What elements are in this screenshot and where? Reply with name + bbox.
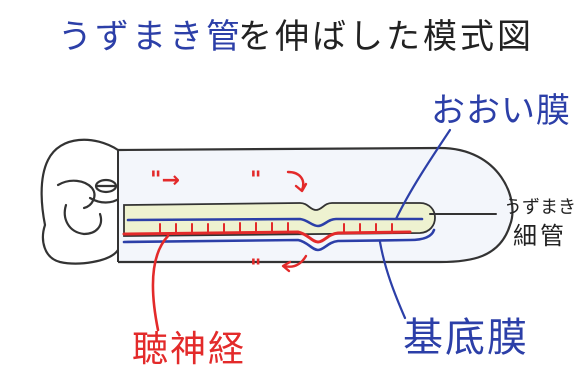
curved-arrow-left-icon [281,254,308,273]
flow-mark-upper-mid: " [250,168,262,193]
label-cochlear-duct-line2: 細管 [513,222,567,251]
auditory-nerve-line [151,234,170,332]
basilar-pointer-line [378,240,407,320]
label-cochlear-duct-line1: うずまき [504,197,576,218]
hair-cell-line [122,230,412,244]
basilar-membrane-line [122,228,436,252]
flow-mark-lower: " [250,256,262,281]
label-tectorial-membrane: おおい膜 [431,91,571,131]
label-basilar-membrane: 基底膜 [403,315,529,361]
flow-mark-upper-left: "→ [150,168,180,193]
title-rest: を伸ばした模式図 [238,17,534,57]
tectorial-pointer-line [394,128,452,221]
tectorial-membrane-line [126,217,424,228]
title-cochlea: うずまき管 [58,17,243,57]
curved-arrow-right-icon [286,170,308,193]
label-cochlear-duct: うずまき 細管 [500,196,580,253]
label-auditory-nerve: 聴神経 [132,329,247,370]
hair-cell-ticks [159,222,393,234]
middle-ear-outline [40,138,122,265]
